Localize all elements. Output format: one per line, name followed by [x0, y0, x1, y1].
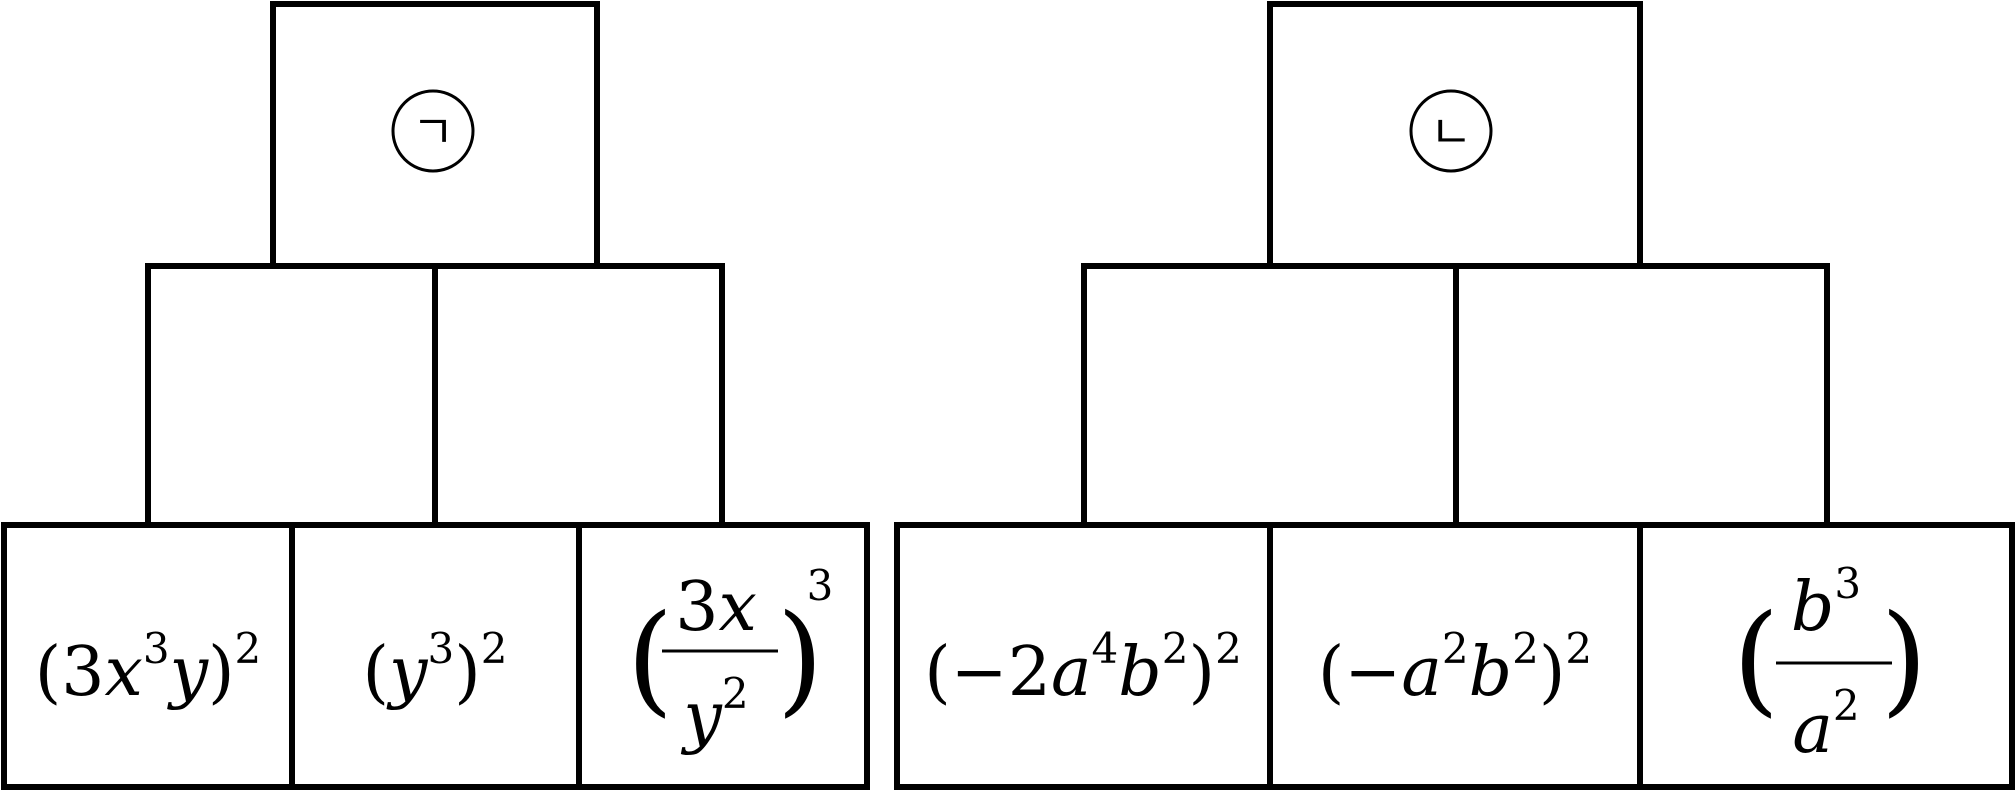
top-label-right: ㄴ	[1409, 89, 1493, 173]
svg-text:3x: 3x	[675, 568, 757, 647]
top-box-right	[1267, 1, 1643, 269]
middle-box-left-2	[432, 263, 725, 528]
expr-right-2: (−a2b2)2	[1318, 624, 1592, 712]
middle-box-left-1	[145, 263, 438, 528]
expr-left-3: ( 3x y2 ) 3	[627, 561, 834, 757]
label-glyph-left: ㄱ	[412, 105, 454, 159]
label-circle-right	[1409, 89, 1493, 173]
bottom-box-left-1	[1, 522, 295, 790]
pyramid-left: ㄱ (3x3y)2 (y3)2 ( 3x y2 ) 3	[1, 1, 870, 790]
middle-box-right-1	[1081, 263, 1459, 528]
middle-box-right-2	[1453, 263, 1830, 528]
top-label-left: ㄱ	[391, 89, 475, 173]
bottom-box-right-3	[1637, 522, 2015, 790]
label-glyph-right: ㄴ	[1430, 105, 1472, 159]
label-circle-left	[391, 89, 475, 173]
top-box-left	[270, 1, 600, 269]
svg-text:a2: a2	[1792, 681, 1859, 769]
svg-text:y2: y2	[680, 669, 748, 757]
svg-text:): )	[1881, 590, 1928, 729]
bottom-box-right-1	[894, 522, 1273, 790]
pyramid-right: ㄴ (−2a4b2)2 (−a2b2)2 ( b3 a2 )	[894, 1, 2015, 790]
svg-text:b3: b3	[1791, 559, 1861, 647]
bottom-box-right-2	[1267, 522, 1643, 790]
expr-right-3: ( b3 a2 )	[1733, 559, 1928, 769]
bottom-box-left-3	[576, 522, 870, 790]
expr-right-1: (−2a4b2)2	[924, 624, 1242, 712]
svg-text:(: (	[1733, 590, 1780, 729]
svg-text:3: 3	[807, 561, 834, 610]
svg-text:(: (	[627, 590, 674, 729]
svg-text:): )	[777, 590, 824, 729]
